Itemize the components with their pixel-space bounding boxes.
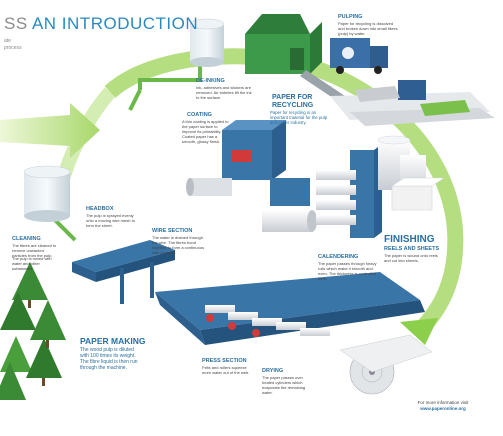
forest xyxy=(0,262,66,400)
label-finishing: FINISHING xyxy=(384,234,435,245)
text-drying: The paper passes over heated cylinders w… xyxy=(262,375,306,395)
text-de-inking: Ink, adhesives and stickers are removed.… xyxy=(196,85,252,100)
finished-products xyxy=(377,135,445,211)
storage-tank-top xyxy=(189,18,225,67)
subtitle-line-2: process xyxy=(4,45,22,51)
text-coating: A thin coating is applied to the paper s… xyxy=(182,119,229,144)
paper-pile xyxy=(330,80,495,126)
label-cleaning: CLEANING xyxy=(12,236,41,242)
label-calendering: CALENDERING xyxy=(318,254,359,260)
input-arrow xyxy=(0,103,100,158)
paper-machine xyxy=(155,272,433,395)
text-press-section: Felts and rollers squeeze more water out… xyxy=(202,365,250,375)
text-calendering: The paper passes through heavy rolls whi… xyxy=(318,261,377,281)
calender-stack xyxy=(316,144,382,238)
recycle-icon xyxy=(342,47,354,59)
label-headbox: HEADBOX xyxy=(86,206,114,212)
text-recycling: Paper for recycling is an important mate… xyxy=(270,110,328,125)
label-wire-section: WIRE SECTION xyxy=(152,228,193,234)
label-pulping: PULPING xyxy=(338,14,363,20)
text-headbox: The pulp is sprayed evenly onto a moving… xyxy=(86,213,135,228)
text-wire-section: The water is drained through the wire. T… xyxy=(152,235,205,255)
text-pulping: Paper for recycling is dissolved and bro… xyxy=(338,21,398,36)
label-reels-sheets: REELS AND SHEETS xyxy=(384,246,440,252)
label-paper-for: PAPER FOR xyxy=(272,94,313,101)
conveyor xyxy=(300,70,348,104)
headbox xyxy=(72,240,175,304)
recycling-truck xyxy=(330,38,388,74)
label-press-section: PRESS SECTION xyxy=(202,358,247,364)
label-drying: DRYING xyxy=(262,368,284,374)
pulping-house xyxy=(245,14,322,74)
coating-machine xyxy=(186,120,317,232)
text-cleaning: The fibres are cleaned to remove unwante… xyxy=(12,243,57,258)
label-coating: COATING xyxy=(187,112,212,118)
label-de-inking: DE-INKING xyxy=(196,78,225,84)
text-finishing: The paper is wound onto reels and cut in… xyxy=(384,253,438,263)
text-paper-making: The wood pulp is diluted with 100 times … xyxy=(80,347,138,371)
label-recycling: RECYCLING xyxy=(272,102,314,109)
info-link[interactable]: www.paperonline.org xyxy=(420,406,466,411)
subtitle-line-1: ate xyxy=(4,38,11,44)
storage-tank-left xyxy=(23,165,71,222)
info-line-1: For more information visit xyxy=(417,400,469,405)
cycle-arrow-head xyxy=(400,318,438,345)
text-cleaning-2: The pulp is mixed with water and other s… xyxy=(12,256,52,271)
machine-rollers xyxy=(205,305,330,337)
label-paper-making: PAPER MAKING xyxy=(80,336,146,346)
page-title: SS AN INTRODUCTION xyxy=(4,14,199,33)
